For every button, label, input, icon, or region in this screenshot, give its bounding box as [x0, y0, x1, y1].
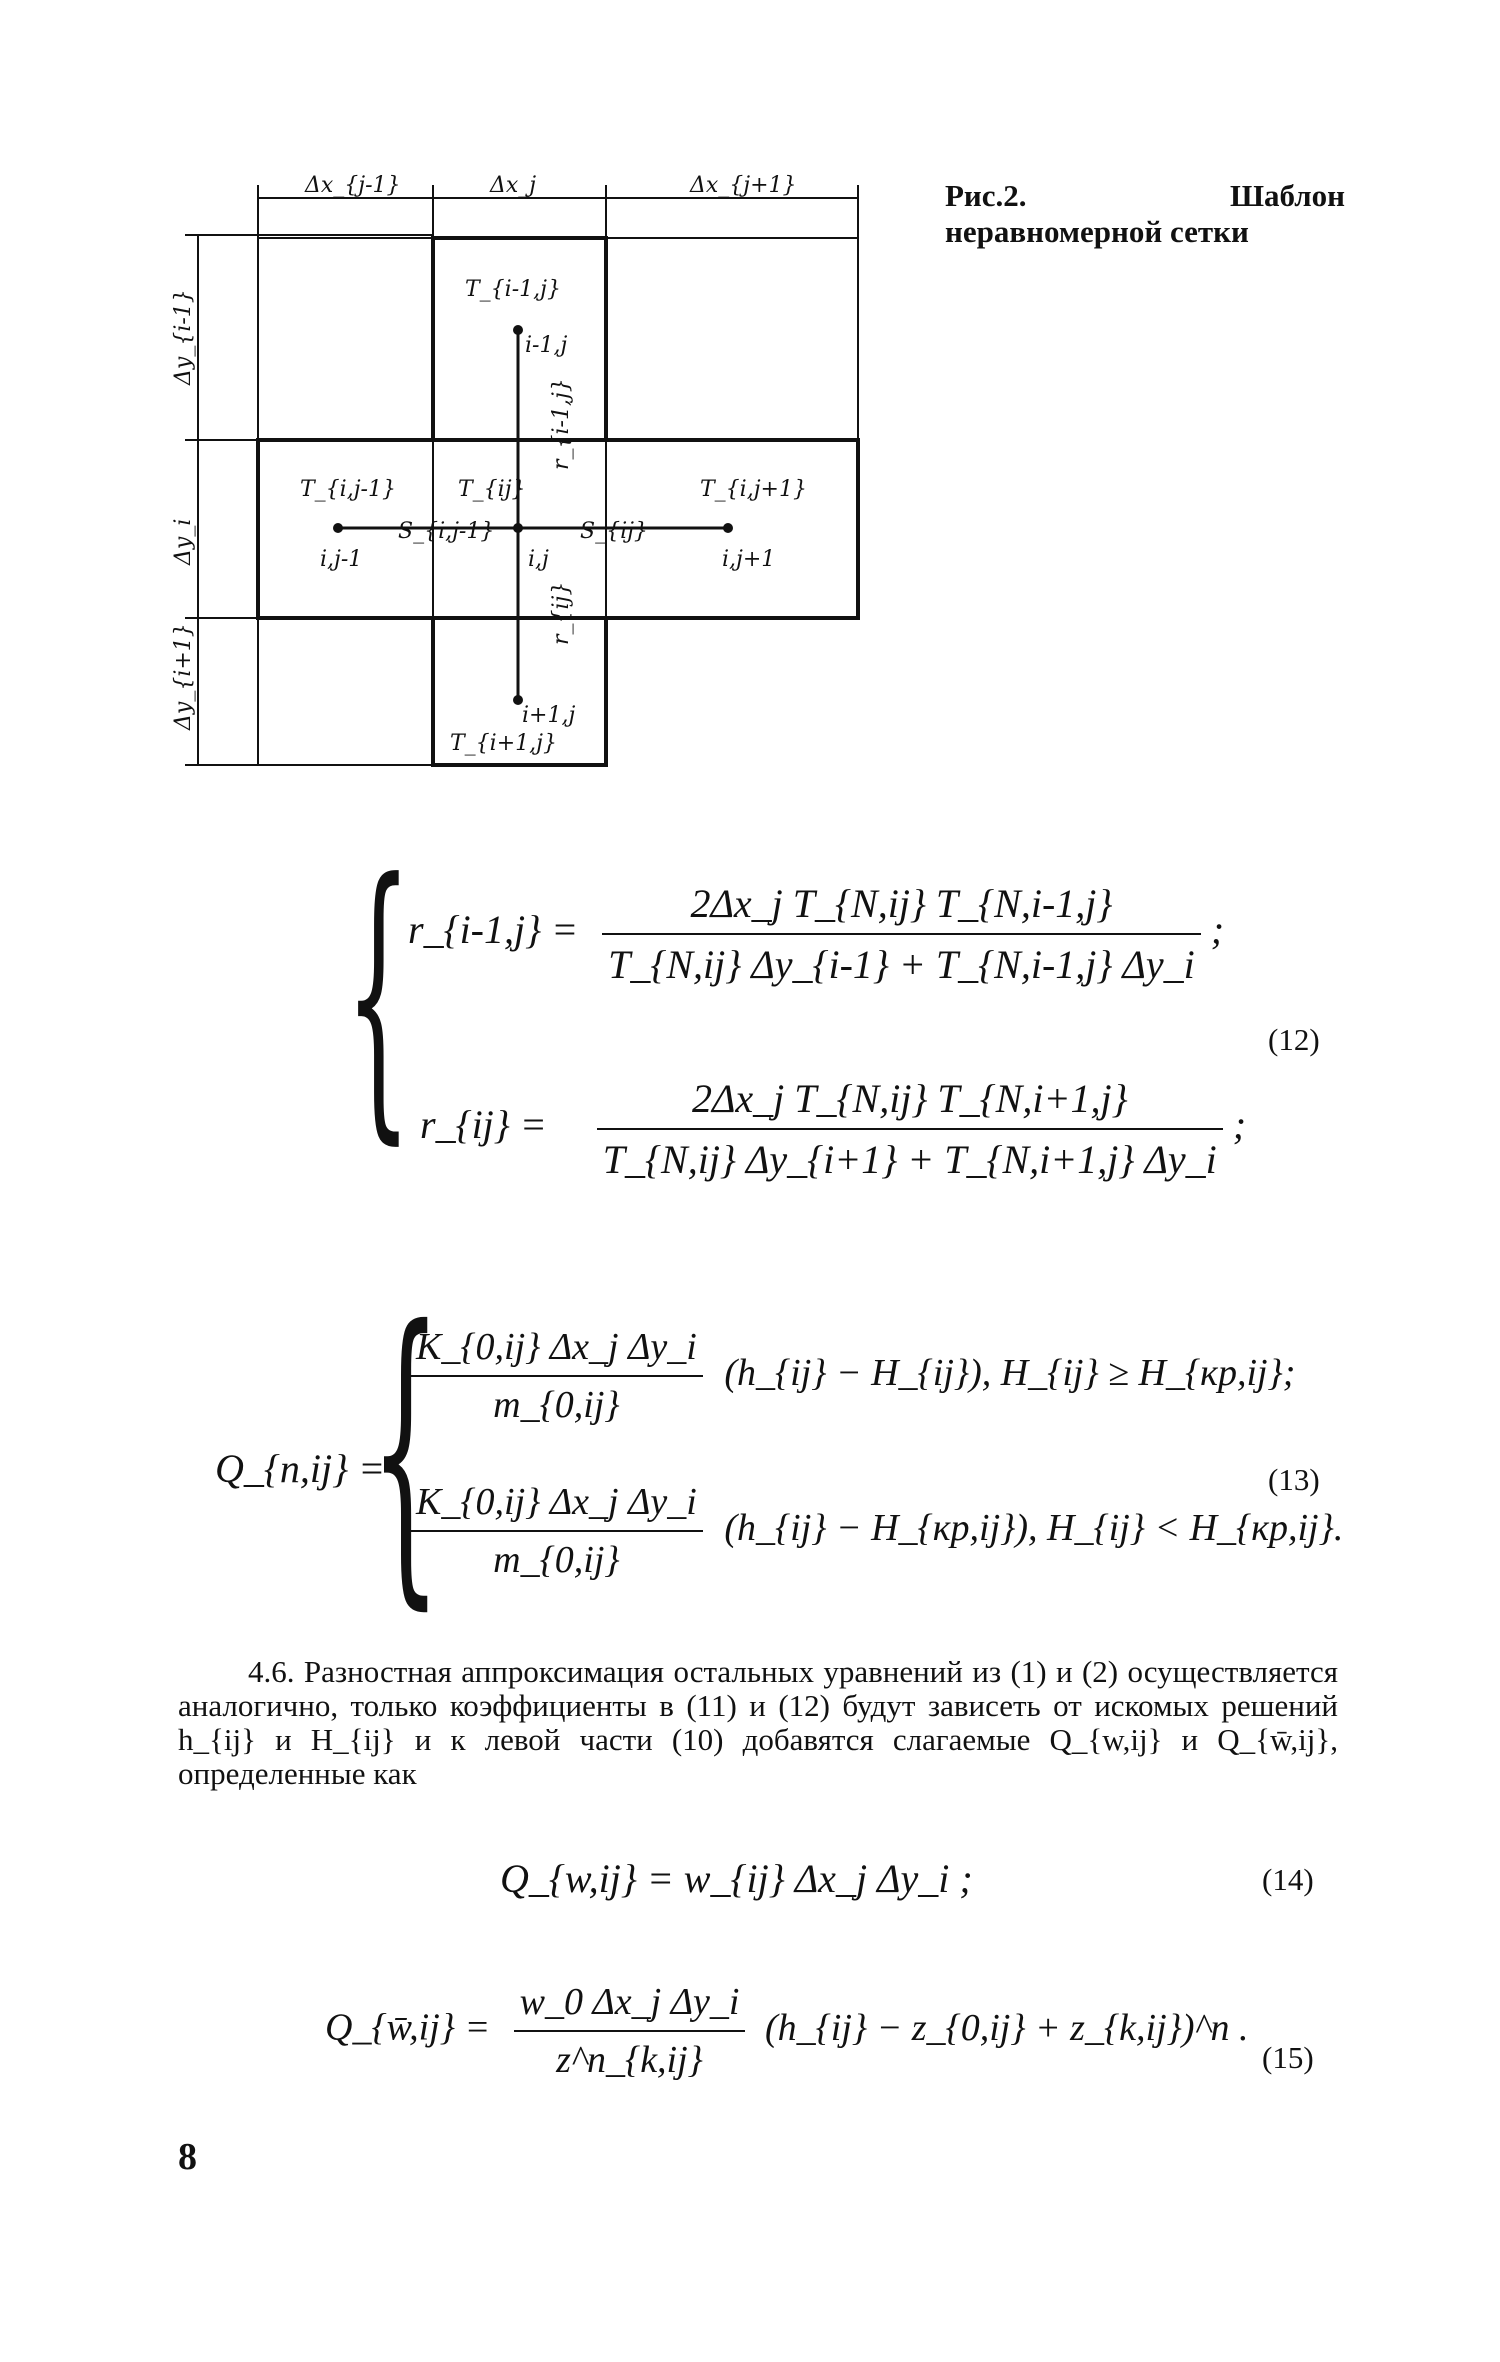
eq13-case2-denominator: m_{0,ij} — [410, 1530, 703, 1582]
col-label-2: Δx_j — [489, 173, 536, 198]
eq13-case1-denominator: m_{0,ij} — [410, 1375, 703, 1427]
eq13-brace: { — [370, 1264, 442, 1636]
eq15-denominator: z^n_{k,ij} — [513, 2030, 746, 2082]
eq12-line2-denominator: T_{N,ij} Δy_{i+1} + T_{N,i+1,j} Δy_i — [596, 1128, 1223, 1183]
cell-label-top: T_{i-1,j} — [465, 277, 561, 302]
paragraph-4-6: 4.6. Разностная аппроксимация остальных … — [178, 1655, 1338, 1791]
node-left — [333, 523, 343, 533]
eq13-case1: K_{0,ij} Δx_j Δy_i m_{0,ij} (h_{ij} − H_… — [410, 1325, 1295, 1427]
eq13-case1-fraction: K_{0,ij} Δx_j Δy_i m_{0,ij} — [410, 1325, 703, 1427]
node-top — [513, 325, 523, 335]
grid-template-figure: Δx_{j-1} Δx_j Δx_{j+1} Δy_{i-1} Δy_i Δy_… — [171, 173, 860, 767]
figure-caption: Рис.2. Шаблон неравномерной сетки — [945, 178, 1345, 249]
page-number: 8 — [178, 2136, 197, 2178]
link-label-s-left: S_{i,j-1} — [398, 519, 494, 544]
eq15-number: (15) — [1262, 2040, 1314, 2075]
row-label-2: Δy_i — [171, 519, 196, 566]
link-label-r-bottom: r_{ij} — [549, 582, 574, 645]
cell-label-right: T_{i,j+1} — [700, 477, 807, 502]
col-label-3: Δx_{j+1} — [689, 173, 797, 198]
eq14-number: (14) — [1262, 1862, 1314, 1897]
node-label-right: i,j+1 — [722, 547, 775, 572]
eq12-line2-lhs: r_{ij} = — [420, 1102, 547, 1148]
eq12-line2-tail: ; — [1232, 1102, 1247, 1148]
eq13-number: (13) — [1268, 1462, 1320, 1497]
eq13-case2: K_{0,ij} Δx_j Δy_i m_{0,ij} (h_{ij} − H_… — [410, 1480, 1343, 1582]
eq12-line2-numerator: 2Δx_j T_{N,ij} T_{N,i+1,j} — [691, 1076, 1128, 1121]
node-center — [513, 523, 523, 533]
eq12-line1-denominator: T_{N,ij} Δy_{i-1} + T_{N,i-1,j} Δy_i — [602, 933, 1201, 988]
node-label-center: i,j — [528, 547, 549, 572]
eq13-case2-fraction: K_{0,ij} Δx_j Δy_i m_{0,ij} — [410, 1480, 703, 1582]
eq15-lhs: Q_{w̄,ij} = — [325, 2006, 491, 2049]
link-label-s-right: S_{ij} — [580, 519, 648, 544]
eq15-numerator: w_0 Δx_j Δy_i — [519, 1981, 740, 2023]
row-label-1: Δy_{i-1} — [171, 289, 196, 386]
eq13-case1-numerator: K_{0,ij} Δx_j Δy_i — [416, 1326, 697, 1368]
eq13-lhs: Q_{n,ij} = — [215, 1446, 386, 1491]
cell-label-bottom: T_{i+1,j} — [450, 731, 557, 756]
eq12-line1-numerator: 2Δx_j T_{N,ij} T_{N,i-1,j} — [690, 881, 1113, 926]
eq12-number: (12) — [1268, 1022, 1320, 1057]
cell-label-center: T_{ij} — [458, 477, 526, 502]
eq12-line1-lhs: r_{i-1,j} = — [408, 907, 579, 953]
eq12-brace: { — [345, 820, 412, 1169]
eq12-line1-fraction: 2Δx_j T_{N,ij} T_{N,i-1,j} T_{N,ij} Δy_{… — [602, 880, 1201, 988]
eq15-tail: (h_{ij} − z_{0,ij} + z_{k,ij})^n . — [764, 2006, 1249, 2049]
eq12-line2: r_{ij} = 2Δx_j T_{N,ij} T_{N,i+1,j} T_{N… — [420, 1075, 1246, 1183]
eq15: Q_{w̄,ij} = w_0 Δx_j Δy_i z^n_{k,ij} (h_… — [325, 1980, 1249, 2082]
eq12-line1-tail: ; — [1210, 907, 1225, 953]
node-right — [723, 523, 733, 533]
eq12-line1: r_{i-1,j} = 2Δx_j T_{N,ij} T_{N,i-1,j} T… — [408, 880, 1224, 988]
node-bottom — [513, 695, 523, 705]
node-label-left: i,j-1 — [320, 547, 362, 572]
eq14-body: Q_{w,ij} = w_{ij} Δx_j Δy_i ; — [500, 1856, 973, 1901]
eq15-fraction: w_0 Δx_j Δy_i z^n_{k,ij} — [513, 1980, 746, 2082]
paragraph-text: 4.6. Разностная аппроксимация остальных … — [178, 1654, 1338, 1791]
eq12-line2-fraction: 2Δx_j T_{N,ij} T_{N,i+1,j} T_{N,ij} Δy_{… — [596, 1075, 1223, 1183]
eq13-case2-numerator: K_{0,ij} Δx_j Δy_i — [416, 1481, 697, 1523]
cell-label-left: T_{i,j-1} — [300, 477, 396, 502]
eq13-case2-tail: (h_{ij} − H_{кр,ij}), H_{ij} < H_{кр,ij}… — [724, 1506, 1344, 1549]
node-label-top: i-1,j — [525, 333, 567, 358]
link-label-r-top: r_{i-1,j} — [549, 378, 574, 470]
node-label-bottom: i+1,j — [522, 703, 575, 728]
eq13-case1-tail: (h_{ij} − H_{ij}), H_{ij} ≥ H_{кр,ij}; — [724, 1351, 1296, 1394]
row-label-3: Δy_{i+1} — [171, 623, 196, 731]
col-label-1: Δx_{j-1} — [304, 173, 401, 198]
